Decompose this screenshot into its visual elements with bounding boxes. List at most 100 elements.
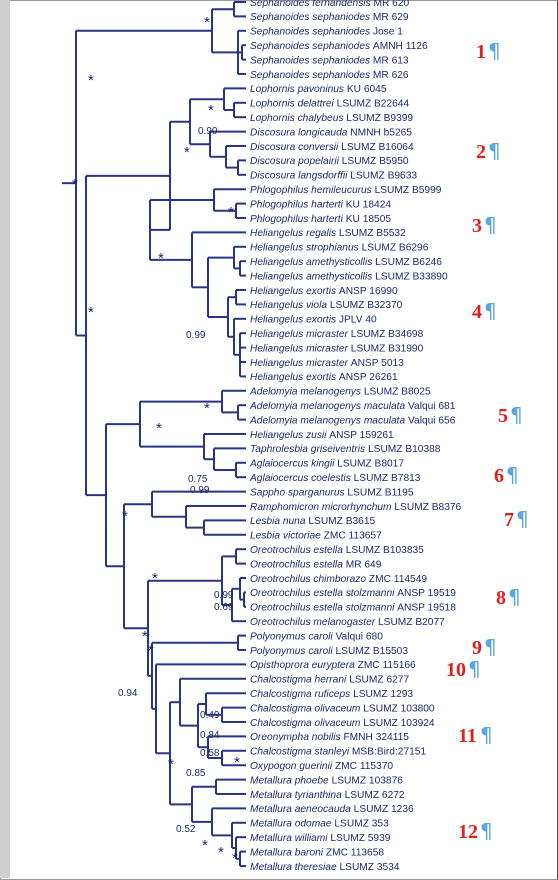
taxon-label: Phlogophilus harterti KU 18505	[250, 214, 391, 225]
taxon-label: Oxypogon guerinii ZMC 115370	[250, 761, 393, 772]
taxon-label: Chalcostigma stanleyi MSB:Bird:27151	[250, 747, 426, 758]
support-star: *	[88, 72, 94, 89]
group-number: 3	[472, 215, 482, 237]
taxon-label: Heliangelus micraster LSUMZ B34698	[250, 329, 424, 340]
support-star: *	[232, 850, 238, 867]
taxon-label: Sephanoides sephaniodes AMNH 1126	[250, 41, 428, 52]
taxon-label: Heliangelus exortis ANSP 26261	[250, 372, 398, 383]
support-value: 0.49	[200, 710, 220, 721]
taxon-label: Discosura conversii LSUMZ B16064	[250, 142, 414, 153]
taxon-label: Metallura phoebe LSUMZ 103876	[250, 775, 403, 786]
taxon-label: Adelomyia melanogenys maculata Valqui 65…	[249, 415, 456, 426]
taxon-label: Taphrolesbia griseiventris LSUMZ B10388	[250, 444, 441, 455]
pilcrow-mark: ¶	[516, 507, 529, 531]
taxon-label: Ramphomicron microrhynchum LSUMZ B8376	[250, 502, 462, 513]
taxon-label: Adelomyia melanogenys maculata Valqui 68…	[249, 401, 456, 412]
group-number: 7	[504, 509, 514, 531]
group-number: 11	[458, 725, 477, 747]
support-value: 0.90	[198, 126, 218, 137]
pilcrow-mark: ¶	[506, 463, 519, 487]
group-number: 12	[458, 821, 478, 843]
pilcrow-mark: ¶	[484, 299, 497, 323]
taxon-label: Heliangelus exortis ANSP 16990	[250, 286, 398, 297]
taxon-label: Heliangelus micraster ANSP 5013	[250, 358, 404, 369]
taxon-label: Metallura williami LSUMZ 5939	[250, 833, 391, 844]
taxon-label: Metallura tyrianthina LSUMZ 6272	[250, 790, 405, 801]
group-number: 10	[446, 659, 466, 681]
taxon-label: Sephanoides fernandensis MR 620	[250, 0, 409, 9]
taxon-label: Chalcostigma olivaceum LSUMZ 103924	[250, 718, 435, 729]
taxon-label: Polyonymus caroli LSUMZ B15503	[250, 646, 408, 657]
taxon-label: Discosura langsdorffii LSUMZ B9633	[250, 171, 417, 182]
support-star: *	[204, 400, 210, 417]
support-star: *	[234, 754, 240, 771]
taxon-label: Chalcostigma herrani LSUMZ 6277	[250, 675, 409, 686]
taxon-label: Phlogophilus harterti KU 18424	[250, 199, 391, 210]
taxon-label: Heliangelus amethysticollis LSUMZ B6246	[250, 257, 442, 268]
taxon-label: Sephanoides sephaniodes MR 626	[250, 70, 409, 81]
taxon-label: Sappho sparganurus LSUMZ B1195	[250, 487, 414, 498]
support-star: *	[202, 837, 208, 854]
taxon-label: Lesbia victoriae ZMC 113657	[250, 531, 382, 542]
support-star: *	[158, 250, 164, 267]
taxon-label: Lesbia nuna LSUMZ B3615	[250, 516, 376, 527]
group-number: 9	[472, 637, 482, 659]
taxon-label: Oreotrochilus estella MR 649	[250, 559, 382, 570]
taxon-label: Adelomyia melanogenys LSUMZ B8025	[249, 387, 431, 398]
taxon-label: Opisthoprora euryptera ZMC 115166	[250, 660, 416, 671]
support-star: *	[156, 420, 162, 437]
support-value: 0.99	[186, 330, 206, 341]
group-number: 2	[476, 141, 486, 163]
pilcrow-mark: ¶	[488, 139, 501, 163]
taxon-label: Metallura baroni ZMC 113658	[250, 847, 384, 858]
support-value: 0.84	[200, 730, 220, 741]
taxon-label: Aglaiocercus kingii LSUMZ B8017	[249, 459, 404, 470]
taxon-label: Sephanoides sephaniodes MR 629	[250, 12, 409, 23]
taxon-label: Oreotrochilus chimborazo ZMC 114549	[250, 574, 427, 585]
tree-branches	[62, 1, 246, 867]
taxon-label: Sephanoides sephaniodes Jose 1	[250, 27, 403, 38]
taxon-label: Polyonymus caroli Valqui 680	[250, 631, 383, 642]
taxon-label: Heliangelus strophianus LSUMZ B6296	[250, 243, 429, 254]
taxon-label: Oreotrochilus estella LSUMZ B103835	[250, 545, 424, 556]
taxon-label: Heliangelus micraster LSUMZ B31990	[250, 343, 424, 354]
taxon-labels: Sephanoides fernandensis MR 620Sephanoid…	[249, 0, 462, 873]
taxon-label: Phlogophilus hemileucurus LSUMZ B5999	[250, 185, 442, 196]
support-star: *	[148, 642, 154, 659]
pilcrow-mark: ¶	[484, 635, 497, 659]
support-value: 0.58	[200, 748, 220, 759]
group-markers: 1¶2¶3¶4¶5¶6¶7¶8¶9¶10¶11¶12¶	[446, 39, 529, 843]
taxon-label: Metallura aeneocauda LSUMZ 1236	[250, 804, 414, 815]
support-value: 0.69	[214, 602, 234, 613]
support-star: *	[208, 102, 214, 119]
pilcrow-mark: ¶	[480, 819, 493, 843]
support-value: 0.75	[188, 474, 208, 485]
support-star: *	[168, 756, 174, 773]
support-value: 0.94	[118, 688, 138, 699]
taxon-label: Heliangelus zusii ANSP 159261	[250, 430, 394, 441]
pilcrow-mark: ¶	[488, 39, 501, 63]
support-star: *	[218, 844, 224, 861]
taxon-label: Oreotrochilus melanogaster LSUMZ B2077	[250, 617, 445, 628]
taxon-label: Discosura popelairii LSUMZ B5950	[250, 156, 409, 167]
taxon-label: Oreonympha nobilis FMNH 324115	[250, 732, 409, 743]
left-scroll-edge	[0, 0, 10, 878]
support-value: 0.99	[214, 590, 234, 601]
support-star: *	[72, 176, 78, 193]
support-star: *	[122, 508, 128, 525]
taxon-label: Lophornis delattrei LSUMZ B22644	[250, 99, 409, 110]
taxon-label: Oreotrochilus estella stolzmanni ANSP 19…	[250, 588, 456, 599]
support-star: *	[142, 628, 148, 645]
support-value: 0.52	[176, 824, 196, 835]
support-star: *	[184, 144, 190, 161]
support-labels: *******************0.900.990.750.990.990…	[72, 14, 240, 867]
group-number: 1	[476, 41, 486, 63]
support-star: *	[88, 304, 94, 321]
support-star: *	[204, 14, 210, 31]
support-value: 0.99	[190, 485, 210, 496]
support-value: 0.85	[186, 768, 206, 779]
group-number: 5	[498, 405, 508, 427]
taxon-label: Metallura odomae LSUMZ 353	[250, 819, 389, 830]
pilcrow-mark: ¶	[508, 585, 521, 609]
